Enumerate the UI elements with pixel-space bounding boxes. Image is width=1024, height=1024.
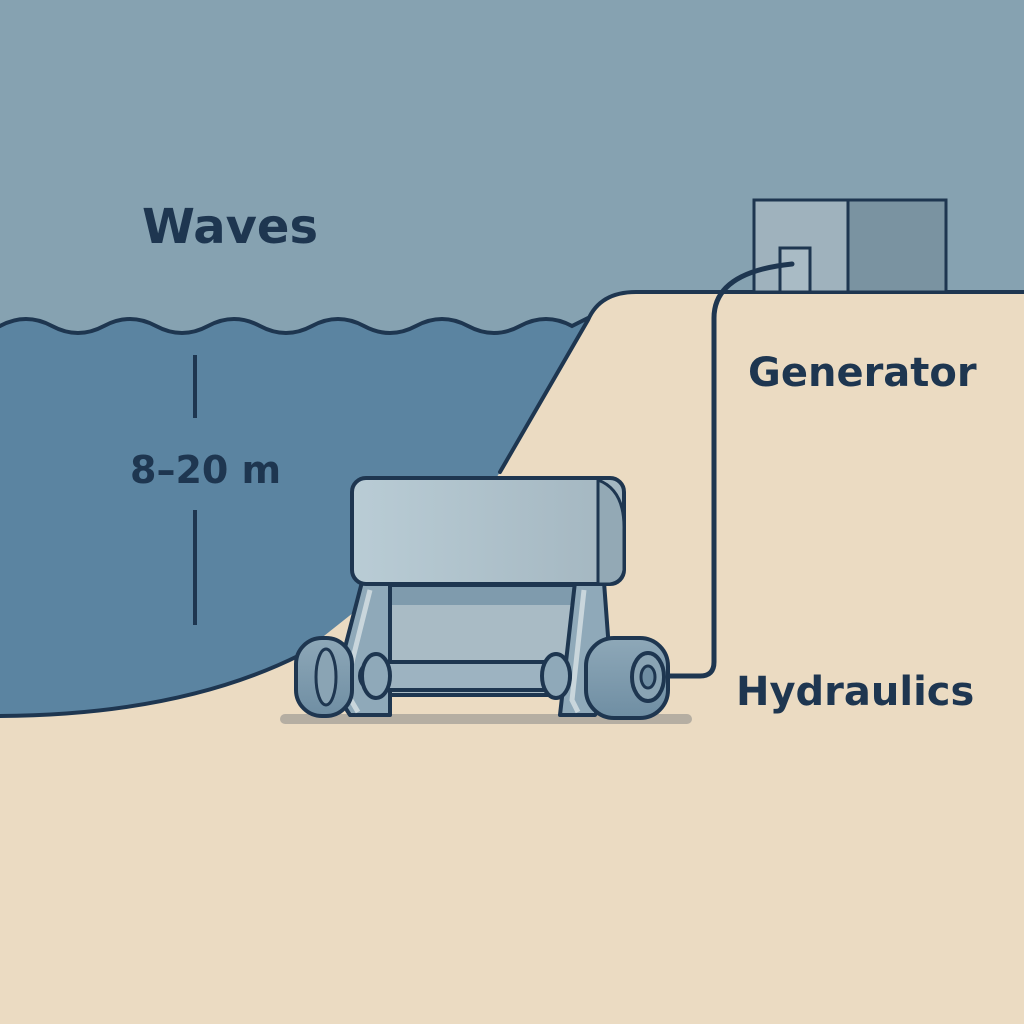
wave-energy-converter bbox=[280, 476, 692, 724]
seabed-outline bbox=[0, 653, 302, 718]
label-generator: Generator bbox=[748, 350, 977, 396]
label-waves: Waves bbox=[142, 199, 318, 255]
generator-socket bbox=[778, 246, 812, 294]
label-depth: 8–20 m bbox=[130, 448, 281, 492]
left-axle-cap bbox=[360, 652, 392, 700]
generator-building bbox=[752, 198, 948, 294]
hydraulic-pipe bbox=[649, 261, 795, 679]
label-hydraulics: Hydraulics bbox=[736, 669, 974, 715]
right-axle-cap bbox=[540, 652, 572, 700]
machine-flap-panel bbox=[350, 476, 626, 586]
wave-surface bbox=[0, 316, 590, 335]
